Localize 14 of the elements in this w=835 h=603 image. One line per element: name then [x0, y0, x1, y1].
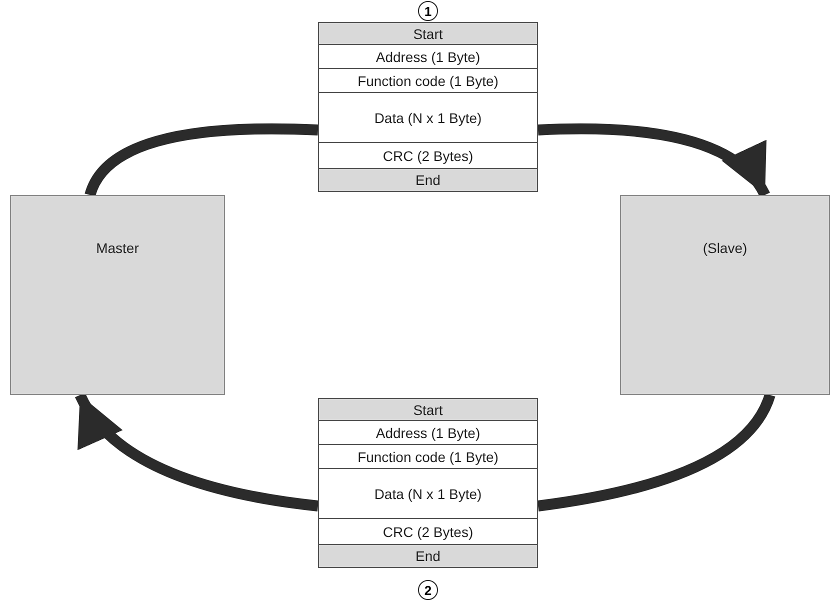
device-box [10, 195, 225, 395]
frame-field: Start [319, 399, 537, 421]
device-box [620, 195, 830, 395]
message-frame [318, 22, 538, 192]
device-label: (Slave) [702, 240, 748, 256]
device-label: Master [96, 240, 139, 256]
frame-field: End [319, 545, 537, 567]
callout-number: 1 [418, 1, 438, 21]
arrow [75, 392, 319, 512]
arrow [538, 123, 770, 198]
callout-number: 2 [418, 580, 438, 600]
frame-field: Start [319, 23, 537, 45]
message-frame [318, 398, 538, 568]
frame-field: End [319, 169, 537, 191]
